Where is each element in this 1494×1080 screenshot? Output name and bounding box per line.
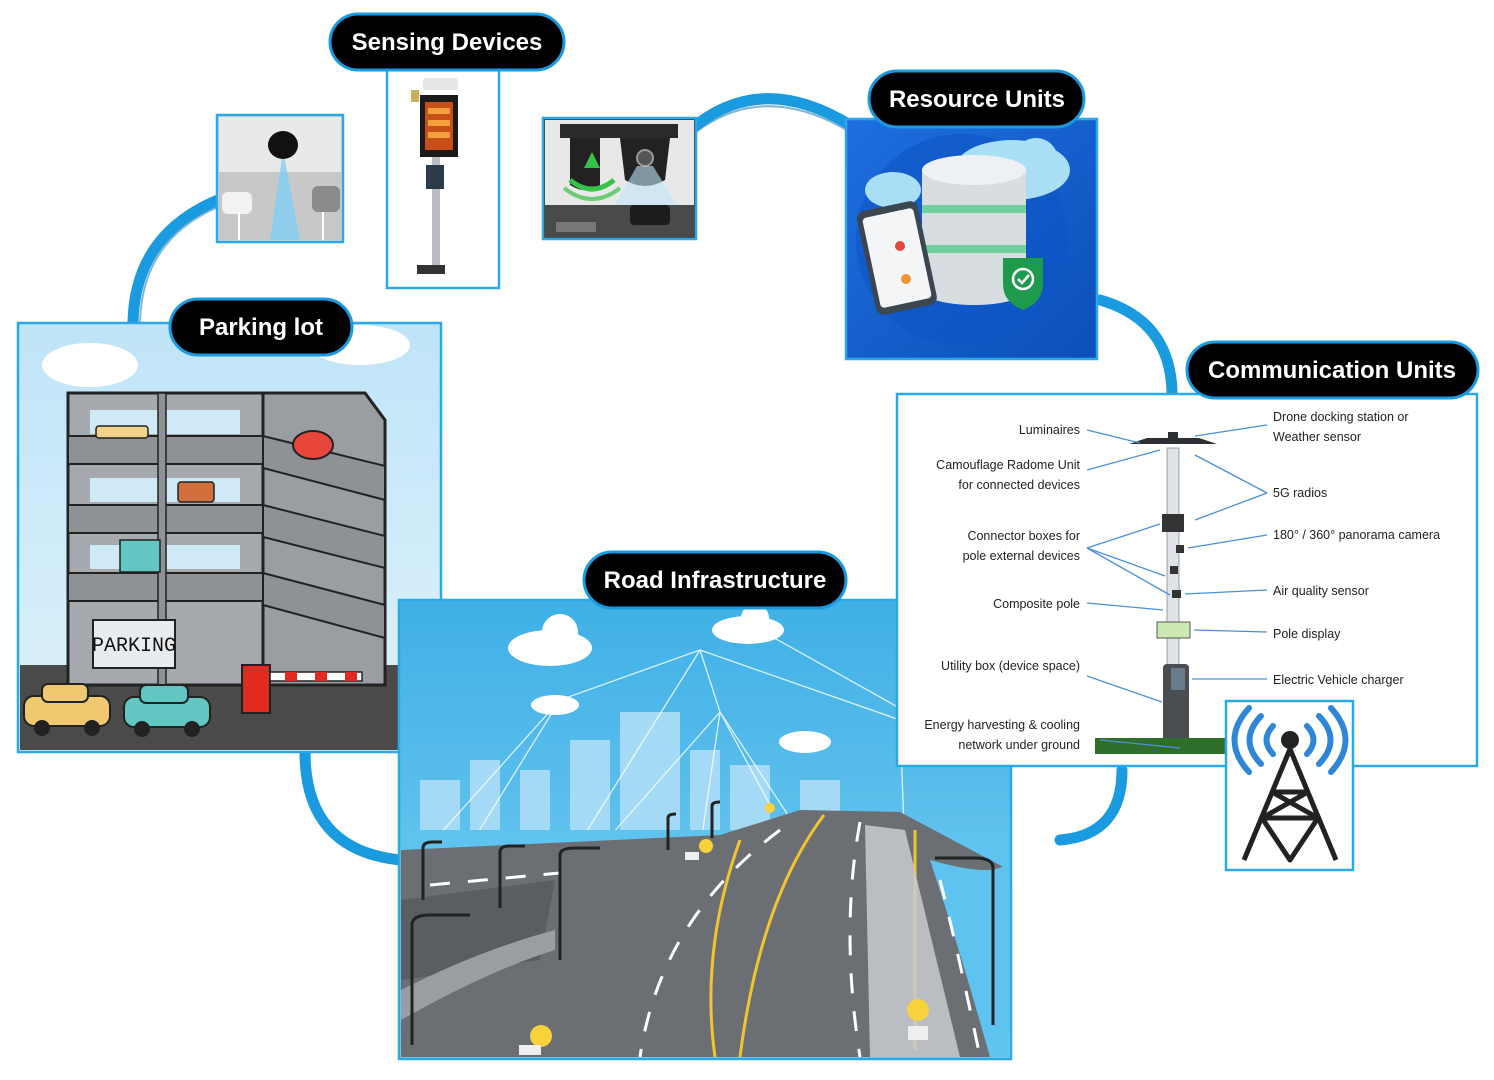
camera-pole-image [385,68,501,290]
communication-units-image: Luminaires Camouflage Radome Unit for co… [895,392,1479,768]
label-communication-units: Communication Units [1185,340,1480,400]
connection-ring [127,93,1178,866]
label-resource-units: Resource Units [867,69,1086,129]
callout-radome-2: for connected devices [958,478,1080,492]
parking-lot-image: PARKING [16,321,443,754]
callout-luminaires: Luminaires [1019,423,1080,437]
label-sensing-devices: Sensing Devices [328,12,566,72]
callout-air: Air quality sensor [1273,584,1369,598]
smiley-icons [519,803,929,1055]
callout-connector-1: Connector boxes for [967,529,1080,543]
resource-units-image [844,117,1099,361]
callout-radome-1: Camouflage Radome Unit [936,458,1080,472]
callout-camera: 180° / 360° panorama camera [1273,528,1440,542]
parking-sensor-image [541,116,698,241]
callout-utility: Utility box (device space) [941,659,1080,673]
svg-text:Road Infrastructure: Road Infrastructure [604,567,827,594]
ceiling-sensor-image [215,113,345,244]
callout-energy-2: network under ground [958,738,1080,752]
parking-sign-text: PARKING [92,635,176,658]
antenna-tower-icon [1224,699,1355,872]
label-road-infrastructure: Road Infrastructure [582,550,848,610]
svg-text:Sensing Devices: Sensing Devices [352,29,543,56]
callout-display: Pole display [1273,627,1341,641]
svg-text:Communication Units: Communication Units [1208,357,1456,384]
callout-connector-2: pole external devices [963,549,1080,563]
label-parking-lot: Parking lot [168,297,354,357]
callout-energy-1: Energy harvesting & cooling [924,718,1080,732]
svg-text:Resource Units: Resource Units [889,86,1065,113]
callout-drone-1: Drone docking station or [1273,410,1409,424]
callout-drone-2: Weather sensor [1273,430,1361,444]
callout-ev: Electric Vehicle charger [1273,673,1404,687]
road-infrastructure-image [397,598,1013,1061]
callout-radios: 5G radios [1273,486,1327,500]
svg-text:Parking lot: Parking lot [199,314,323,341]
callout-composite: Composite pole [993,597,1080,611]
